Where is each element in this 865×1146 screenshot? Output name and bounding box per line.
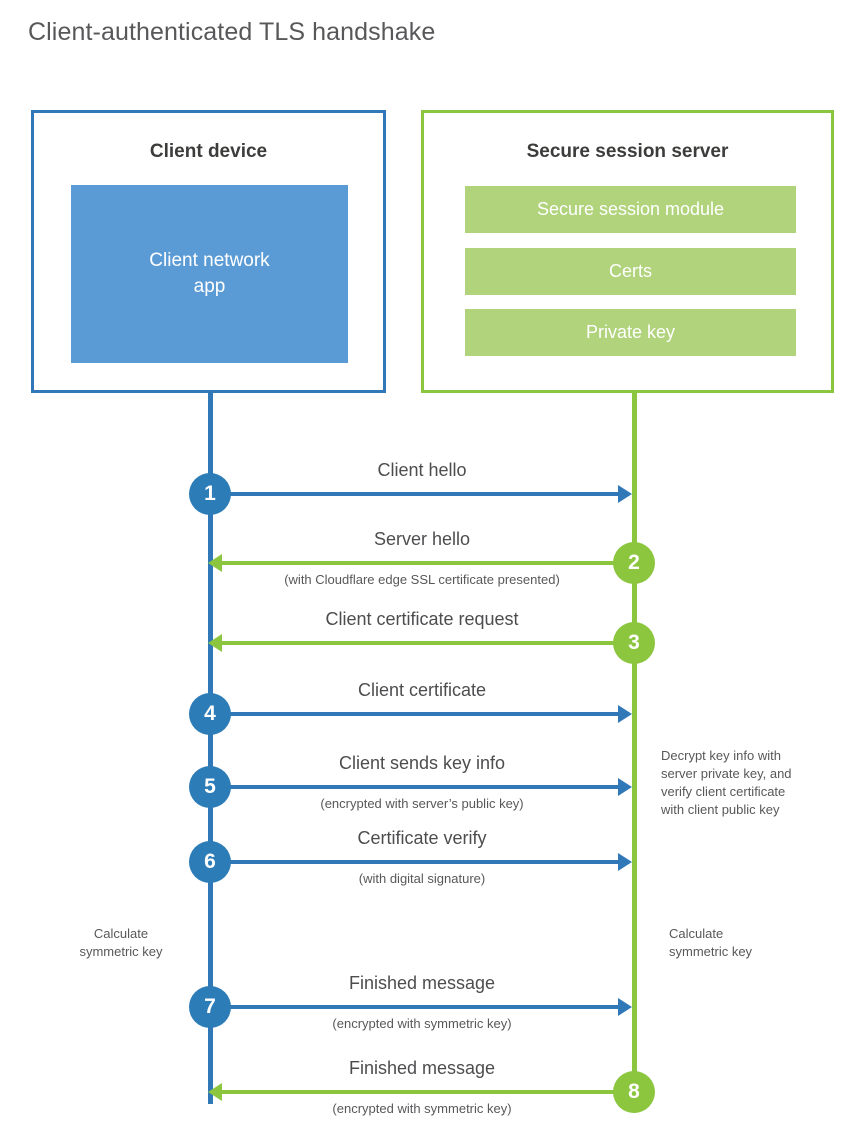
step-badge-6: 6: [189, 841, 231, 883]
step-sublabel: (with Cloudflare edge SSL certificate pr…: [284, 572, 560, 587]
step-sublabel: (encrypted with server’s public key): [320, 796, 524, 811]
server-module-certs: Certs: [465, 248, 796, 295]
arrow-shaft: [210, 492, 620, 496]
step-badge-1: 1: [189, 473, 231, 515]
step-label: Server hello: [373, 529, 471, 549]
step-badge-3: 3: [613, 622, 655, 664]
note-server-decrypt: Decrypt key info with server private key…: [661, 748, 792, 817]
client-network-app-label: Client network app: [149, 250, 270, 297]
arrow-head-right-icon: [618, 778, 632, 796]
step-label: Finished message: [348, 1058, 496, 1078]
client-device-title: Client device: [149, 141, 268, 162]
arrow-head-right-icon: [618, 853, 632, 871]
server-module-label: Private key: [585, 322, 676, 342]
step-label: Finished message: [348, 973, 496, 993]
step-badge-8: 8: [613, 1071, 655, 1113]
page-title: Client-authenticated TLS handshake: [28, 18, 436, 46]
step-label: Certificate verify: [357, 828, 487, 848]
arrow-head-left-icon: [208, 634, 222, 652]
step-badge-2: 2: [613, 542, 655, 584]
step-badge-4: 4: [189, 693, 231, 735]
step-badge-7: 7: [189, 986, 231, 1028]
step-sublabel: (with digital signature): [358, 871, 486, 886]
client-lifeline: [208, 393, 213, 1104]
server-module-label: Secure session module: [536, 199, 725, 219]
step-label: Client certificate: [357, 680, 487, 700]
step-sublabel: (encrypted with symmetric key): [332, 1101, 512, 1116]
step-label: Client hello: [377, 460, 467, 480]
secure-session-server-box: Secure session server Secure session mod…: [421, 110, 834, 393]
arrow-head-left-icon: [208, 554, 222, 572]
arrow-head-right-icon: [618, 485, 632, 503]
arrow-shaft: [210, 1005, 620, 1009]
arrow-shaft: [222, 561, 632, 565]
note-client-calculate-symmetric-key: Calculate symmetric key: [79, 926, 163, 959]
server-lifeline: [632, 393, 637, 1092]
arrow-shaft: [222, 641, 632, 645]
arrow-head-left-icon: [208, 1083, 222, 1101]
step-label: Client sends key info: [338, 753, 506, 773]
step-sublabel: (encrypted with symmetric key): [332, 1016, 512, 1031]
client-network-app-block: Client network app: [71, 185, 348, 363]
secure-session-server-title: Secure session server: [526, 141, 729, 162]
server-module-private-key: Private key: [465, 309, 796, 356]
note-server-calculate-symmetric-key: Calculate symmetric key: [669, 926, 753, 959]
arrow-shaft: [210, 712, 620, 716]
arrow-shaft: [210, 785, 620, 789]
step-badge-5: 5: [189, 766, 231, 808]
server-module-secure-session-module: Secure session module: [465, 186, 796, 233]
server-module-label: Certs: [608, 261, 652, 281]
arrow-head-right-icon: [618, 998, 632, 1016]
arrow-shaft: [222, 1090, 632, 1094]
arrow-head-right-icon: [618, 705, 632, 723]
client-device-box: Client device Client network app: [31, 110, 386, 393]
step-label: Client certificate request: [325, 609, 519, 629]
arrow-shaft: [210, 860, 620, 864]
